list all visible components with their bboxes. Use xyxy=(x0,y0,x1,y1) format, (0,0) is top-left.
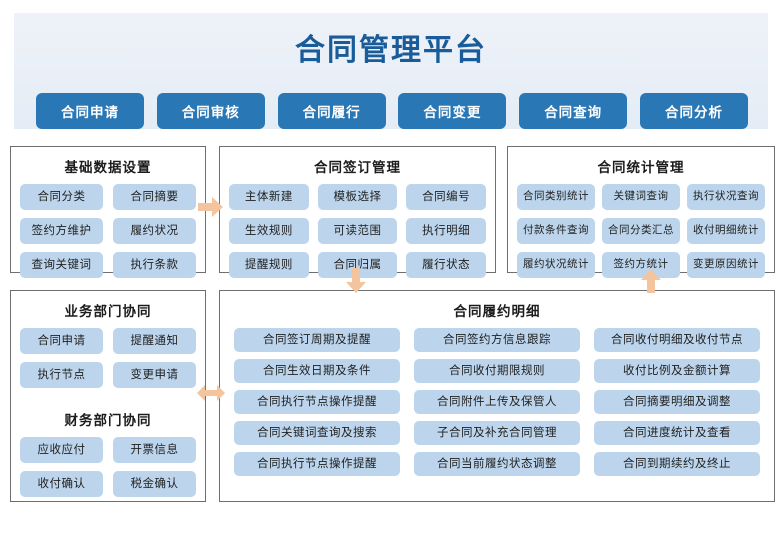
tile-payment-confirm[interactable]: 收付确认 xyxy=(20,471,103,497)
nav-contract-analysis[interactable]: 合同分析 xyxy=(639,93,748,129)
panel-signing-tiles: 主体新建 模板选择 合同编号 生效规则 可读范围 执行明细 提醒规则 合同归属 … xyxy=(220,184,495,287)
tile-keyword-query-search[interactable]: 合同关键词查询及搜索 xyxy=(234,421,400,445)
panel-signing-title: 合同签订管理 xyxy=(314,160,401,175)
panel-contract-statistics-management: 合同统计管理 合同类别统计 关键词查询 执行状况查询 付款条件查询 合同分类汇总… xyxy=(507,146,775,278)
tile-receivable-payable[interactable]: 应收应付 xyxy=(20,437,103,463)
tile-party-info-tracking[interactable]: 合同签约方信息跟踪 xyxy=(414,328,580,352)
tile-execution-node[interactable]: 执行节点 xyxy=(20,362,103,388)
panel-business-dept-tiles: 合同申请 提醒通知 执行节点 变更申请 xyxy=(11,328,205,397)
nav-contract-review[interactable]: 合同审核 xyxy=(156,93,265,129)
tile-subcontract-supplement[interactable]: 子合同及补充合同管理 xyxy=(414,421,580,445)
panel-detail-tiles: 合同签订周期及提醒 合同签约方信息跟踪 合同收付明细及收付节点 合同生效日期及条… xyxy=(220,328,774,486)
panel-stats-title: 合同统计管理 xyxy=(597,160,685,175)
tile-tax-confirm[interactable]: 税金确认 xyxy=(113,471,196,497)
tile-contract-number[interactable]: 合同编号 xyxy=(406,184,486,210)
panel-business-dept-title: 业务部门协同 xyxy=(64,304,152,319)
nav-contract-query[interactable]: 合同查询 xyxy=(519,93,628,129)
tile-progress-stats-view[interactable]: 合同进度统计及查看 xyxy=(594,421,760,445)
tile-performance-status[interactable]: 履约状况 xyxy=(113,218,196,244)
tile-effective-rule[interactable]: 生效规则 xyxy=(229,218,309,244)
tile-signing-cycle-reminder[interactable]: 合同签订周期及提醒 xyxy=(234,328,400,352)
tile-category-stats[interactable]: 合同类别统计 xyxy=(517,184,595,210)
tile-invoice-info[interactable]: 开票信息 xyxy=(113,437,196,463)
tile-reminder-notice[interactable]: 提醒通知 xyxy=(113,328,196,354)
tile-summary-detail-adjust[interactable]: 合同摘要明细及调整 xyxy=(594,390,760,414)
nav-contract-perform[interactable]: 合同履行 xyxy=(277,93,386,129)
nav-contract-apply[interactable]: 合同申请 xyxy=(36,93,144,129)
panel-basic-data-settings: 基础数据设置 合同分类 合同摘要 签约方维护 履约状况 查询关键词 执行条款 xyxy=(10,146,206,278)
tile-payment-terms-query[interactable]: 付款条件查询 xyxy=(517,218,595,244)
tile-change-reason-stats[interactable]: 变更原因统计 xyxy=(687,252,765,278)
tile-performance-stats[interactable]: 履约状况统计 xyxy=(517,252,595,278)
panel-finance-dept-tiles: 应收应付 开票信息 收付确认 税金确认 xyxy=(11,437,205,506)
tile-execution-status-query[interactable]: 执行状况查询 xyxy=(687,184,765,210)
tile-execution-node-reminder-2[interactable]: 合同执行节点操作提醒 xyxy=(234,452,400,476)
tile-renewal-termination[interactable]: 合同到期续约及终止 xyxy=(594,452,760,476)
tile-party-maintenance[interactable]: 签约方维护 xyxy=(20,218,103,244)
panel-contract-signing-management: 合同签订管理 主体新建 模板选择 合同编号 生效规则 可读范围 执行明细 提醒规… xyxy=(219,146,496,278)
main-nav: 合同申请 合同审核 合同履行 合同变更 合同查询 合同分析 xyxy=(36,93,748,129)
panel-stats-tiles: 合同类别统计 关键词查询 执行状况查询 付款条件查询 合同分类汇总 收付明细统计… xyxy=(508,184,774,287)
arrow-basic-to-signing-icon xyxy=(198,196,224,218)
tile-attachment-upload-keeper[interactable]: 合同附件上传及保管人 xyxy=(414,390,580,414)
panel-finance-dept-title: 财务部门协同 xyxy=(64,413,152,428)
tile-category-summary[interactable]: 合同分类汇总 xyxy=(602,218,680,244)
tile-performance-state[interactable]: 履行状态 xyxy=(406,252,486,278)
tile-receipt-payment-stats[interactable]: 收付明细统计 xyxy=(687,218,765,244)
tile-keyword-query[interactable]: 关键词查询 xyxy=(602,184,680,210)
panel-basic-tiles: 合同分类 合同摘要 签约方维护 履约状况 查询关键词 执行条款 xyxy=(11,184,205,287)
tile-contract-category[interactable]: 合同分类 xyxy=(20,184,103,210)
tile-template-select[interactable]: 模板选择 xyxy=(317,184,398,210)
tile-payment-detail-node[interactable]: 合同收付明细及收付节点 xyxy=(594,328,760,352)
header-banner: 合同管理平台 合同申请 合同审核 合同履行 合同变更 合同查询 合同分析 xyxy=(14,13,768,129)
tile-effective-date-condition[interactable]: 合同生效日期及条件 xyxy=(234,359,400,383)
tile-query-keyword[interactable]: 查询关键词 xyxy=(20,252,103,278)
panel-contract-performance-detail: 合同履约明细 合同签订周期及提醒 合同签约方信息跟踪 合同收付明细及收付节点 合… xyxy=(219,290,775,502)
tile-payment-ratio-amount[interactable]: 收付比例及金额计算 xyxy=(594,359,760,383)
page-title: 合同管理平台 xyxy=(295,34,487,67)
tile-execution-node-reminder[interactable]: 合同执行节点操作提醒 xyxy=(234,390,400,414)
nav-contract-change[interactable]: 合同变更 xyxy=(398,93,507,129)
tile-contract-summary[interactable]: 合同摘要 xyxy=(113,184,196,210)
tile-change-request[interactable]: 变更申请 xyxy=(113,362,196,388)
tile-current-performance-adjust[interactable]: 合同当前履约状态调整 xyxy=(414,452,580,476)
tile-create-entity[interactable]: 主体新建 xyxy=(229,184,309,210)
panel-department-collaboration: 业务部门协同 合同申请 提醒通知 执行节点 变更申请 财务部门协同 应收应付 开… xyxy=(10,290,206,502)
arrow-detail-to-stats-icon xyxy=(640,268,662,294)
tile-reminder-rule[interactable]: 提醒规则 xyxy=(229,252,309,278)
tile-payment-deadline-rule[interactable]: 合同收付期限规则 xyxy=(414,359,580,383)
arrow-dept-detail-bidirectional-icon xyxy=(196,383,226,403)
tile-contract-apply[interactable]: 合同申请 xyxy=(20,328,103,354)
panel-basic-title: 基础数据设置 xyxy=(64,160,152,175)
tile-execution-terms[interactable]: 执行条款 xyxy=(113,252,196,278)
tile-party-stats[interactable]: 签约方统计 xyxy=(602,252,680,278)
tile-readable-scope[interactable]: 可读范围 xyxy=(317,218,398,244)
arrow-signing-to-detail-icon xyxy=(345,268,367,294)
tile-execution-detail[interactable]: 执行明细 xyxy=(406,218,486,244)
panel-detail-title: 合同履约明细 xyxy=(453,304,541,319)
